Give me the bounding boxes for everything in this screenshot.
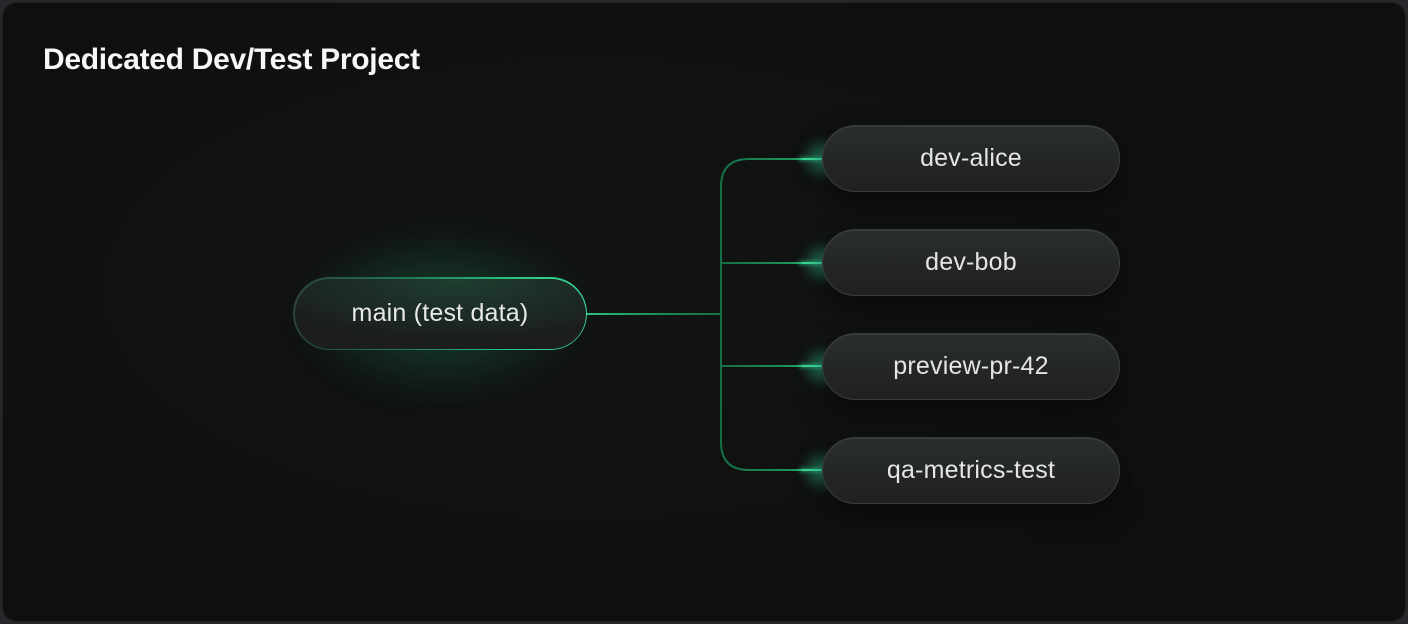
node-dev-alice-label: dev-alice [920, 144, 1022, 172]
page-title: Dedicated Dev/Test Project [43, 43, 420, 76]
node-dev-alice[interactable]: dev-alice [822, 125, 1120, 192]
node-qa-metrics-test-label: qa-metrics-test [886, 456, 1056, 484]
node-main[interactable]: main (test data) [293, 277, 587, 350]
connector-lines [587, 157, 823, 472]
node-dev-bob[interactable]: dev-bob [822, 229, 1120, 296]
branch-diagram: main (test data) dev-alice dev-bob previ… [3, 3, 1405, 621]
node-qa-metrics-test[interactable]: qa-metrics-test [822, 437, 1120, 504]
node-dev-bob-label: dev-bob [925, 248, 1017, 276]
node-preview-pr-42[interactable]: preview-pr-42 [822, 333, 1120, 400]
node-main-label: main (test data) [351, 299, 529, 327]
node-preview-pr-42-label: preview-pr-42 [893, 352, 1049, 380]
node-main-body: main (test data) [294, 278, 586, 349]
